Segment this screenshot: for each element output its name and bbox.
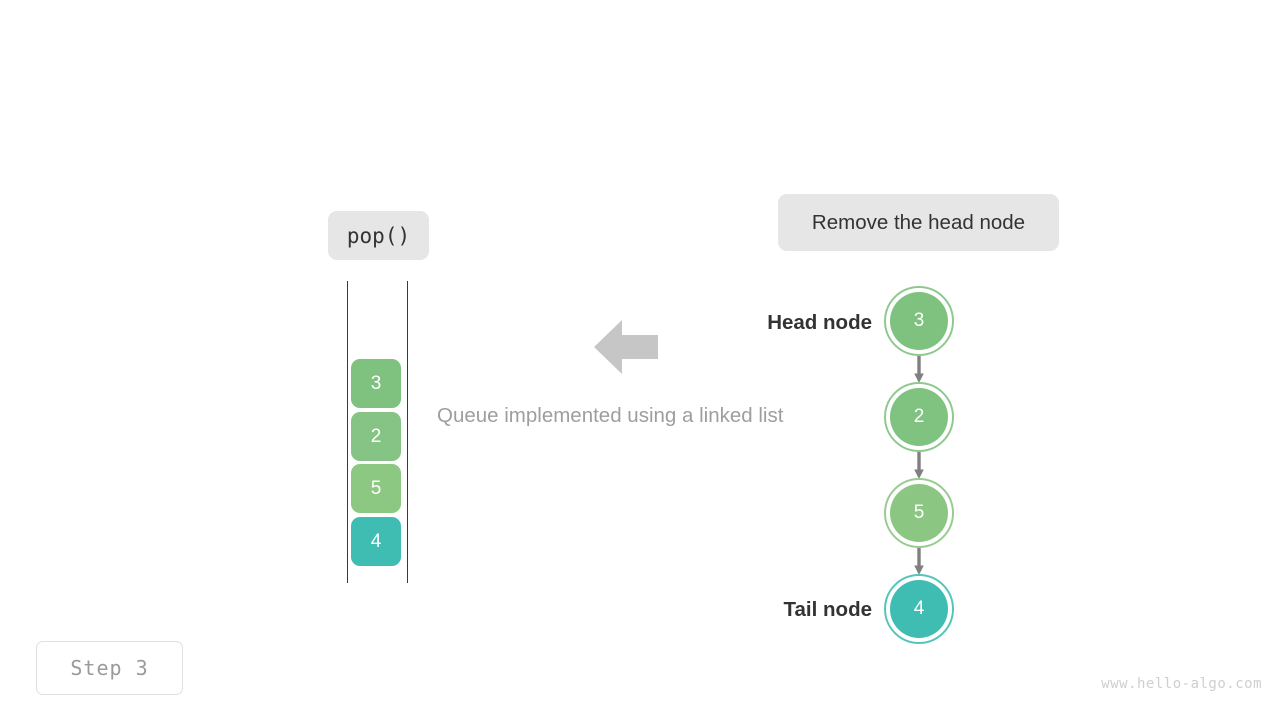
left-arrow-icon: [594, 318, 658, 376]
queue-rail-left: [347, 281, 348, 583]
node-ring: [884, 478, 954, 548]
queue-cell: 5: [351, 464, 401, 513]
watermark: www.hello-algo.com: [1101, 676, 1262, 692]
node-ring: [884, 574, 954, 644]
linked-list-link: [914, 548, 924, 576]
linked-list-node: 4: [884, 574, 954, 644]
operation-label: pop(): [328, 211, 429, 260]
action-label: Remove the head node: [778, 194, 1059, 251]
node-ring: [884, 286, 954, 356]
node-value: 4: [890, 580, 948, 638]
linked-list-link: [914, 452, 924, 480]
queue-cell: 2: [351, 412, 401, 461]
queue-container: 3 2 5 4: [340, 281, 416, 586]
linked-list-node: 5: [884, 478, 954, 548]
node-value: 3: [890, 292, 948, 350]
queue-cell: 3: [351, 359, 401, 408]
node-value: 5: [890, 484, 948, 542]
tail-node-label: Tail node: [783, 598, 872, 621]
diagram-caption: Queue implemented using a linked list: [437, 404, 784, 427]
linked-list-node: 2: [884, 382, 954, 452]
linked-list-node: 3: [884, 286, 954, 356]
linked-list-link: [914, 356, 924, 384]
queue-rail-right: [407, 281, 408, 583]
queue-cell: 4: [351, 517, 401, 566]
linked-list: 3 2 5 4: [884, 286, 956, 646]
step-badge: Step 3: [36, 641, 183, 695]
node-ring: [884, 382, 954, 452]
node-value: 2: [890, 388, 948, 446]
head-node-label: Head node: [767, 311, 872, 334]
